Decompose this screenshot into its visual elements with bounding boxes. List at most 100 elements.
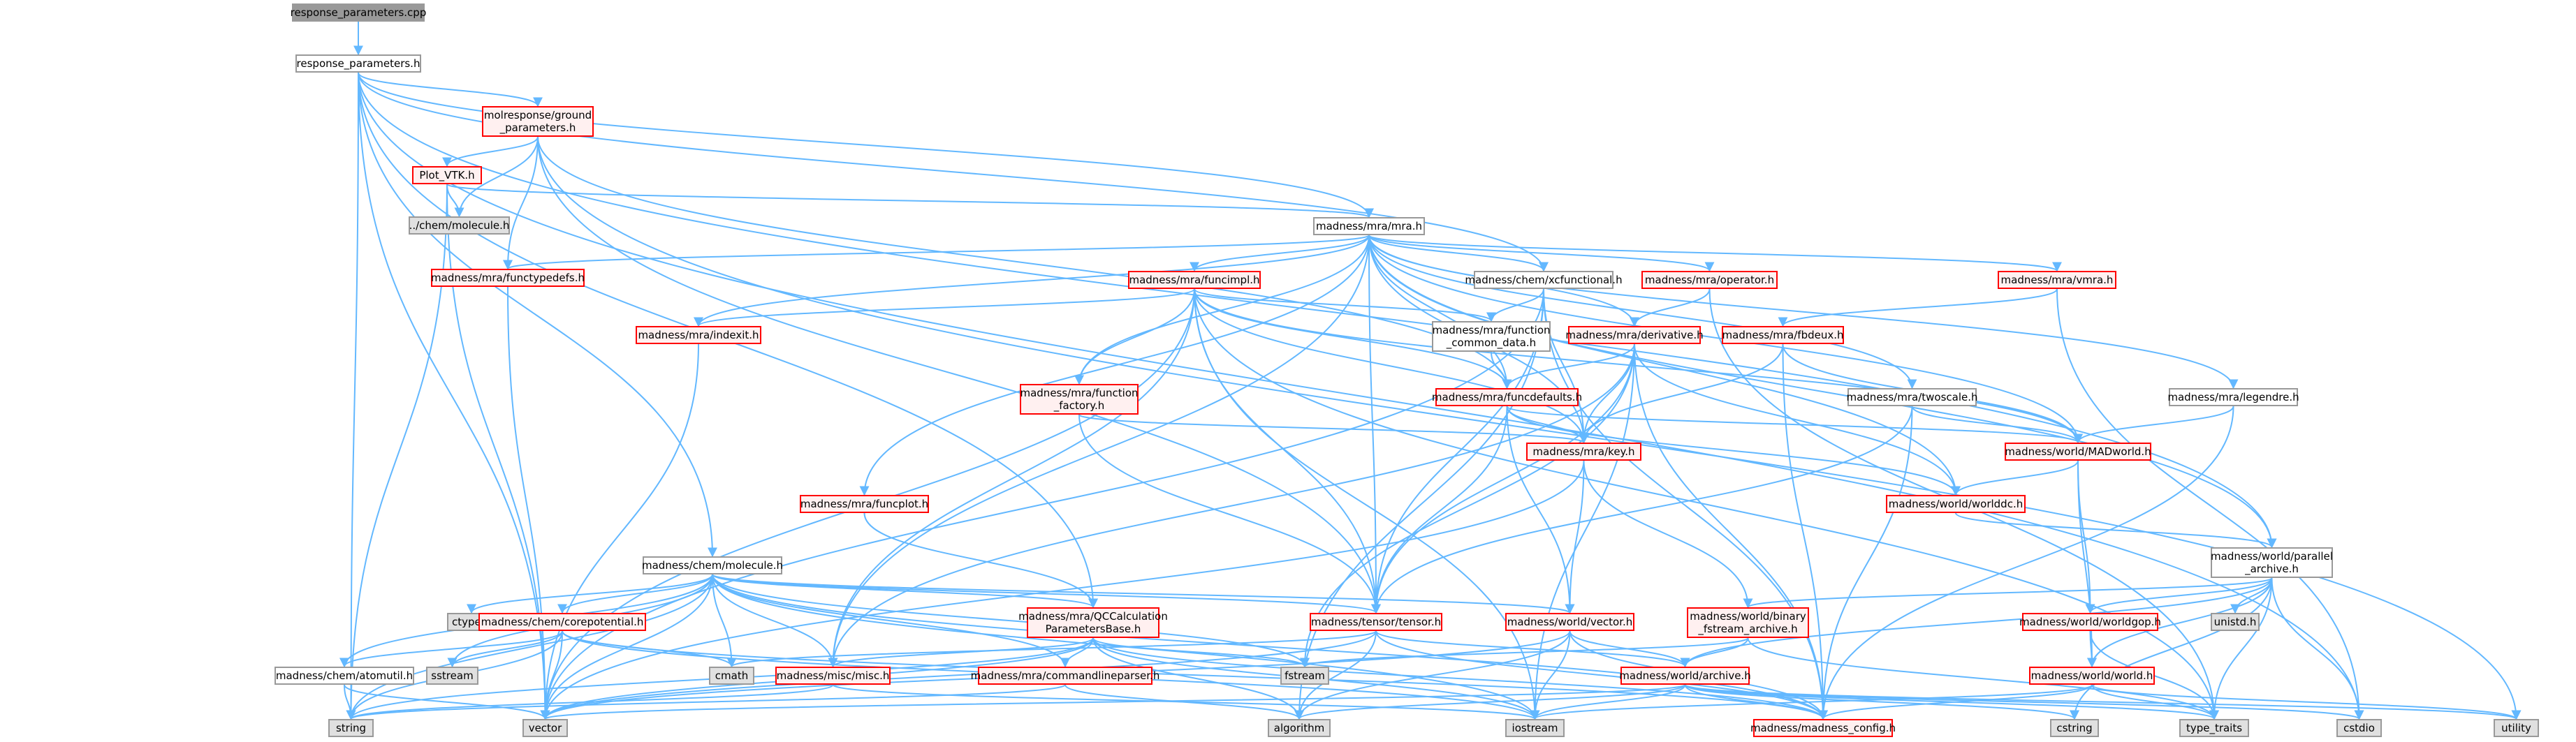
node-chem-molecule[interactable]: madness/chem/molecule.h	[642, 556, 783, 574]
node-molresponse-ground-parameters[interactable]: molresponse/ground _parameters.h	[482, 106, 594, 137]
edge-commandlineparser-to-algorithm	[1064, 684, 1304, 720]
edge-plot_vtk-to-chem_molecule_rel	[446, 184, 464, 218]
node-functypedefs[interactable]: madness/mra/functypedefs.h	[431, 269, 585, 287]
edge-world-to-iostream	[1530, 684, 2093, 720]
edge-xcfunctional-to-function_common_data	[1486, 288, 1544, 322]
edge-world-to-type_traits	[2091, 684, 2219, 720]
node-worlddc[interactable]: madness/world/worlddc.h	[1886, 495, 2026, 513]
node-vector[interactable]: vector	[522, 719, 568, 737]
edge-molresponse_ground_parameters-to-functypedefs	[503, 136, 539, 270]
node-sstream[interactable]: sstream	[426, 667, 478, 685]
edge-twoscale-to-tensor	[1371, 406, 1913, 614]
edge-molresponse_ground_parameters-to-tensor	[537, 136, 1381, 614]
node-atomutil[interactable]: madness/chem/atomutil.h	[275, 667, 414, 685]
edge-corepotential-to-sstream	[447, 630, 563, 668]
edge-tensor-to-cmath	[726, 630, 1377, 668]
node-vector-h[interactable]: madness/world/vector.h	[1505, 613, 1634, 631]
edge-mra_mra-to-parallel_archive	[1368, 235, 2277, 549]
node-tensor[interactable]: madness/tensor/tensor.h	[1310, 613, 1442, 631]
edge-chem_molecule-to-string	[346, 574, 713, 720]
edge-archive-to-utility	[1684, 684, 2521, 720]
node-madness-config[interactable]: madness/madness_config.h	[1750, 719, 1896, 737]
node-mra-mra[interactable]: madness/mra/mra.h	[1313, 217, 1425, 235]
node-misc[interactable]: madness/misc/misc.h	[775, 667, 891, 685]
node-twoscale[interactable]: madness/mra/twoscale.h	[1846, 388, 1978, 406]
edge-key-to-vector_h	[1565, 460, 1585, 614]
node-response-parameters-cpp[interactable]: response_parameters.cpp	[291, 3, 426, 22]
node-binary-fstream[interactable]: madness/world/binary _fstream_archive.h	[1687, 607, 1809, 638]
node-corepotential[interactable]: madness/chem/corepotential.h	[478, 613, 646, 631]
node-vmra[interactable]: madness/mra/vmra.h	[1998, 271, 2116, 289]
edge-commandlineparser-to-string	[346, 684, 1066, 720]
edge-derivative-to-tensor	[1371, 343, 1635, 614]
edge-mra_mra-to-vmra	[1368, 235, 2062, 272]
node-key[interactable]: madness/mra/key.h	[1526, 443, 1641, 461]
edge-twoscale-to-madworld	[1911, 406, 2083, 444]
edge-chem_molecule-to-madness_config	[712, 574, 1828, 720]
edge-funcimpl-to-madworld	[1194, 288, 2083, 444]
node-function-factory[interactable]: madness/mra/function _factory.h	[1020, 384, 1139, 415]
node-legendre[interactable]: madness/mra/legendre.h	[2167, 388, 2299, 406]
edge-funcimpl-to-type_traits	[1194, 288, 2219, 720]
node-cstring[interactable]: cstring	[2050, 719, 2099, 737]
node-type-traits[interactable]: type_traits	[2179, 719, 2249, 737]
edge-molresponse_ground_parameters-to-plot_vtk	[442, 136, 539, 168]
edge-qccalc-to-fstream	[1092, 637, 1310, 668]
node-world[interactable]: madness/world/world.h	[2029, 667, 2155, 685]
node-algorithm[interactable]: algorithm	[1268, 719, 1331, 737]
edge-funcdefaults-to-worlddc	[1506, 406, 1961, 496]
edge-archive-to-vector	[541, 684, 1686, 720]
node-utility[interactable]: utility	[2494, 719, 2539, 737]
node-response-parameters-h[interactable]: response_parameters.h	[295, 54, 421, 73]
node-fbdeux[interactable]: madness/mra/fbdeux.h	[1722, 326, 1844, 344]
edge-molresponse_ground_parameters-to-utility	[537, 136, 2522, 720]
node-operator[interactable]: madness/mra/operator.h	[1641, 271, 1778, 289]
dependency-edges	[339, 22, 2522, 720]
edge-chem_molecule-to-corepotential	[557, 574, 713, 614]
edge-qccalc-to-misc	[828, 637, 1094, 668]
edge-mra_mra-to-funcplot	[859, 235, 1370, 496]
node-plot-vtk[interactable]: Plot_VTK.h	[412, 166, 482, 184]
node-derivative[interactable]: madness/mra/derivative.h	[1565, 326, 1704, 344]
edge-mra_mra-to-twoscale	[1368, 235, 1917, 389]
node-commandlineparser[interactable]: madness/mra/commandlineparser.h	[971, 667, 1159, 685]
node-funcplot[interactable]: madness/mra/funcplot.h	[800, 495, 929, 513]
edge-archive-to-iostream	[1530, 684, 1686, 720]
edge-derivative-to-worlddc	[1634, 343, 1961, 496]
node-madworld[interactable]: madness/world/MADworld.h	[2005, 443, 2151, 461]
edge-mra_mra-to-funcimpl	[1190, 235, 1370, 272]
edge-fbdeux-to-key	[1579, 343, 1784, 444]
edge-derivative-to-funcdefaults	[1502, 343, 1635, 389]
node-function-common-data[interactable]: madness/mra/function _common_data.h	[1432, 321, 1551, 352]
edge-archive-to-cstring	[1684, 684, 2079, 720]
node-unistd[interactable]: unistd.h	[2211, 613, 2260, 631]
node-xcfunctional[interactable]: madness/chem/xcfunctional.h	[1465, 271, 1623, 289]
edge-mra_mra-to-misc	[828, 235, 1370, 668]
node-funcdefaults[interactable]: madness/mra/funcdefaults.h	[1432, 388, 1582, 406]
edge-parallel_archive-to-binary_fstream	[1743, 577, 2273, 609]
edge-tensor-to-vector	[540, 630, 1377, 720]
edge-tensor-to-archive	[1375, 630, 1690, 668]
edge-archive-to-cstdio	[1684, 684, 2364, 720]
node-string[interactable]: string	[328, 719, 374, 737]
node-cmath[interactable]: cmath	[709, 667, 754, 685]
node-archive[interactable]: madness/world/archive.h	[1619, 667, 1751, 685]
node-cstdio[interactable]: cstdio	[2336, 719, 2382, 737]
edge-vector_h-to-iostream	[1530, 630, 1571, 720]
node-iostream[interactable]: iostream	[1505, 719, 1565, 737]
node-worldgop[interactable]: madness/world/worldgop.h	[2019, 613, 2161, 631]
node-chem-molecule-rel[interactable]: ../chem/molecule.h	[409, 216, 510, 235]
node-qccalc[interactable]: madness/mra/QCCalculation ParametersBase…	[1018, 607, 1168, 638]
edge-funcdefaults-to-vector_h	[1506, 406, 1575, 614]
edge-response_parameters_h-to-molresponse_ground_parameters	[358, 72, 543, 107]
node-indexit[interactable]: madness/mra/indexit.h	[636, 326, 761, 344]
node-parallel-archive[interactable]: madness/world/parallel _archive.h	[2211, 547, 2333, 578]
edge-funcimpl-to-indexit	[694, 288, 1195, 327]
edge-parallel_archive-to-archive	[1680, 577, 2273, 668]
node-fstream[interactable]: fstream	[1280, 667, 1329, 685]
node-funcimpl[interactable]: madness/mra/funcimpl.h	[1128, 271, 1261, 289]
edge-functypedefs-to-vector	[507, 286, 550, 720]
edge-funcdefaults-to-tensor	[1371, 406, 1508, 614]
edge-mra_mra-to-legendre	[1368, 235, 2239, 389]
edge-legendre-to-madworld	[2073, 406, 2234, 444]
